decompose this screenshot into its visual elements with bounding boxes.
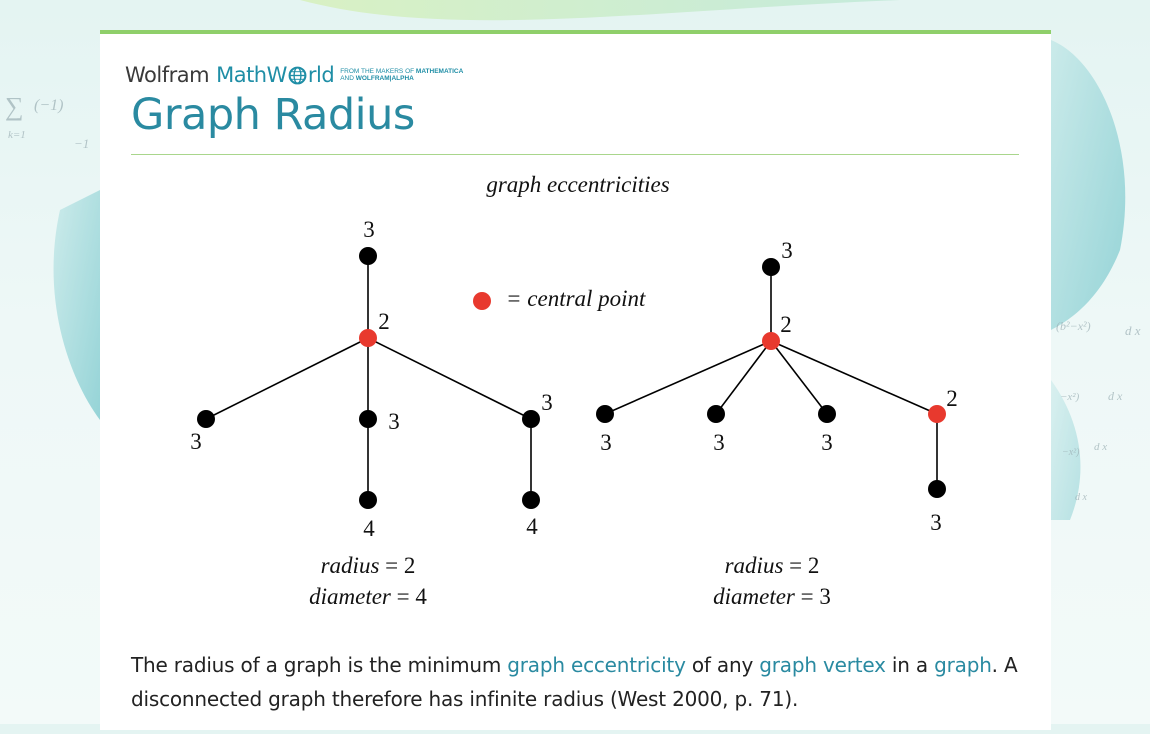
right-diameter-label: diameter — [713, 584, 796, 609]
graph-eccentricity-link[interactable]: graph eccentricity — [507, 653, 686, 677]
svg-text:d x: d x — [1108, 389, 1123, 403]
right-edge-b-f — [770, 340, 938, 415]
globe-icon — [288, 66, 307, 84]
left-label-a: 3 — [363, 217, 375, 242]
right-label-e: 3 — [821, 430, 833, 455]
left-label-b: 2 — [378, 309, 390, 334]
right-label-f: 2 — [946, 386, 958, 411]
left-label-d: 3 — [388, 409, 400, 434]
right-label-c: 3 — [600, 430, 612, 455]
left-radius-value: 2 — [404, 553, 416, 578]
left-radius-label: radius — [321, 553, 380, 578]
left-diameter-eq: = — [391, 584, 415, 609]
right-label-b: 2 — [780, 312, 792, 337]
left-diameter-value: 4 — [415, 584, 427, 609]
right-edge-b-e — [770, 340, 828, 415]
left-radius-caption: radius = 2 — [321, 553, 416, 578]
definition-paragraph: The radius of a graph is the minimum gra… — [131, 648, 1031, 716]
legend-text: = central point — [506, 286, 646, 311]
left-label-c: 3 — [190, 429, 202, 454]
tagline-2-pre: AND — [340, 75, 356, 82]
left-vertex-f — [522, 410, 540, 428]
body-text-4: . A disconnected graph therefore has inf… — [131, 653, 1018, 711]
svg-text:(b²−x²): (b²−x²) — [1056, 319, 1091, 333]
right-edge-b-c — [604, 340, 772, 415]
tagline-line-1: FROM THE MAKERS OF MATHEMATICA — [340, 68, 463, 75]
logo-mathworld-text: MathW rld — [216, 63, 335, 87]
body-text-2: of any — [685, 653, 760, 677]
page-title: Graph Radius — [131, 90, 415, 140]
right-radius-caption: radius = 2 — [725, 553, 820, 578]
left-edge-b-c — [205, 337, 369, 420]
right-vertex-c — [596, 405, 614, 423]
graph-link[interactable]: graph — [934, 653, 992, 677]
logo-wolfram-text: Wolfram — [125, 63, 210, 87]
legend-central-point-marker — [473, 292, 491, 310]
svg-text:d x: d x — [1125, 323, 1141, 338]
right-vertex-a — [762, 258, 780, 276]
graph-vertex-link[interactable]: graph vertex — [759, 653, 886, 677]
svg-text:d x: d x — [1094, 441, 1107, 453]
right-graph-edges — [604, 267, 938, 489]
right-diameter-eq: = — [795, 584, 819, 609]
svg-text:(−1): (−1) — [34, 97, 63, 114]
svg-text:d x: d x — [1075, 492, 1088, 503]
right-diameter-value: 3 — [819, 584, 831, 609]
svg-text:−x²): −x²) — [1062, 447, 1080, 458]
right-vertex-e — [818, 405, 836, 423]
left-vertex-d — [359, 410, 377, 428]
left-diameter-label: diameter — [309, 584, 392, 609]
right-diameter-caption: diameter = 3 — [713, 584, 831, 609]
site-logo[interactable]: Wolfram MathW rld FROM THE MAKERS OF MAT… — [125, 62, 463, 88]
left-vertex-c — [197, 410, 215, 428]
tagline-1-pre: FROM THE MAKERS OF — [340, 67, 416, 75]
right-radius-value: 2 — [808, 553, 820, 578]
figure-title: graph eccentricities — [486, 172, 669, 197]
right-radius-label: radius — [725, 553, 784, 578]
left-edge-b-f — [367, 337, 532, 420]
right-graph: 3 2 3 3 3 2 3 radius = 2 diameter = 3 — [596, 238, 958, 609]
logo-mathworld-pre: MathW — [216, 63, 287, 87]
left-graph-vertices — [197, 247, 540, 509]
svg-text:−1: −1 — [74, 136, 89, 151]
right-vertex-d — [707, 405, 725, 423]
content-card: Wolfram MathW rld FROM THE MAKERS OF MAT… — [100, 30, 1051, 730]
left-vertex-g — [522, 491, 540, 509]
left-diameter-caption: diameter = 4 — [309, 584, 427, 609]
right-label-d: 3 — [713, 430, 725, 455]
left-label-g: 4 — [526, 514, 538, 539]
right-vertex-g — [928, 480, 946, 498]
body-text-1: The radius of a graph is the minimum — [131, 653, 508, 677]
body-text-3: in a — [885, 653, 935, 677]
right-label-g: 3 — [930, 510, 942, 535]
left-graph-edges — [205, 256, 532, 500]
left-vertex-e — [359, 491, 377, 509]
svg-text:k=1: k=1 — [8, 129, 26, 141]
title-divider — [131, 154, 1019, 155]
left-label-e: 4 — [363, 516, 375, 541]
tagline-line-2: AND WOLFRAM|ALPHA — [340, 75, 414, 82]
svg-text:−x²): −x²) — [1060, 391, 1080, 403]
svg-text:∑: ∑ — [5, 92, 24, 121]
right-edge-b-d — [715, 340, 772, 415]
right-vertex-f-central — [928, 405, 946, 423]
left-vertex-b-central — [359, 329, 377, 347]
logo-tagline: FROM THE MAKERS OF MATHEMATICA AND WOLFR… — [340, 68, 463, 83]
left-label-f: 3 — [541, 390, 553, 415]
right-graph-vertices — [596, 258, 946, 498]
right-radius-eq: = — [783, 553, 807, 578]
logo-mathworld-post: rld — [307, 63, 335, 87]
graph-radius-figure: graph eccentricities = central point 3 2… — [190, 172, 958, 609]
left-vertex-a — [359, 247, 377, 265]
tagline-1-strong: MATHEMATICA — [415, 67, 464, 75]
left-radius-eq: = — [379, 553, 403, 578]
left-graph: 3 2 3 3 4 3 4 radius = 2 diameter = 4 — [190, 217, 553, 609]
right-label-a: 3 — [781, 238, 793, 263]
right-vertex-b-central — [762, 332, 780, 350]
tagline-2-strong: WOLFRAM|ALPHA — [355, 75, 414, 82]
